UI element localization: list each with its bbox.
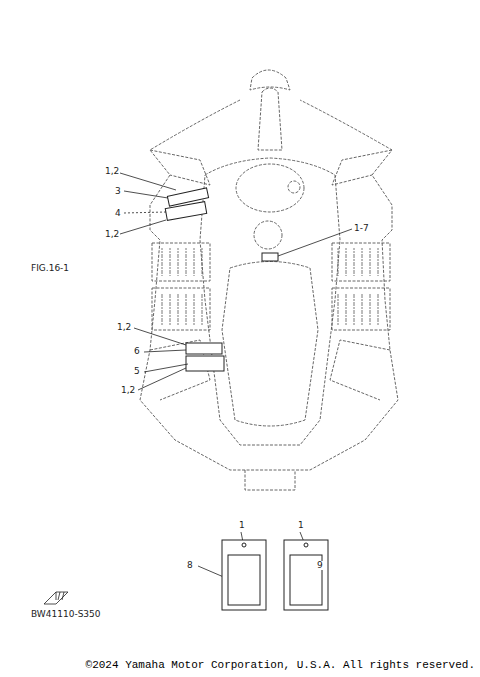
callout-number: 1 <box>297 521 305 530</box>
callout-number: 9 <box>316 561 324 570</box>
callout-number: 1 <box>238 521 246 530</box>
drawing-code: BW41110-S350 <box>30 610 102 619</box>
callout-number: 1,2 <box>104 167 120 176</box>
figure-reference: FIG.16-1 <box>30 264 70 273</box>
callout-number: 1,2 <box>120 386 136 395</box>
callout-number: 5 <box>133 367 141 376</box>
callout-number: 8 <box>186 561 194 570</box>
callout-number: 3 <box>114 187 122 196</box>
copyright-notice: ©2024 Yamaha Motor Corporation, U.S.A. A… <box>85 660 476 671</box>
callout-number: 4 <box>114 209 122 218</box>
callout-number: 1,2 <box>116 323 132 332</box>
callout-number: 6 <box>133 347 141 356</box>
callout-number: 1-7 <box>353 224 370 233</box>
callout-number: 1,2 <box>104 230 120 239</box>
